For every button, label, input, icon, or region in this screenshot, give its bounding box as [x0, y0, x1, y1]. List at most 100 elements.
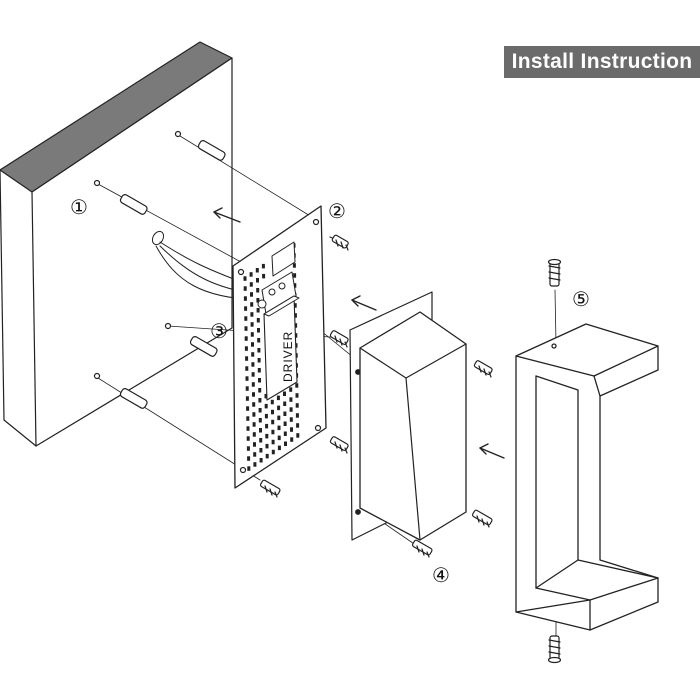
plate-slot	[256, 298, 260, 303]
plate-slot	[296, 423, 300, 428]
plate-slot	[256, 278, 259, 283]
anchor-mid	[164, 322, 218, 357]
plate-slot	[293, 313, 297, 318]
plate-slot	[249, 282, 253, 287]
plate-slot	[250, 312, 254, 317]
plate-slot	[271, 409, 274, 415]
plate-hole	[314, 424, 322, 432]
anchor-left-lower	[93, 372, 148, 409]
plate-slot	[295, 383, 299, 388]
plate-slot	[284, 441, 287, 446]
plate-slot	[265, 423, 269, 429]
plate-slot	[295, 403, 299, 408]
arrow-1	[213, 207, 241, 223]
plate-slot	[283, 391, 286, 396]
plate-slot	[264, 403, 268, 409]
plate-slot	[253, 442, 256, 447]
screw-cover-bottom	[547, 635, 562, 664]
plate-slot	[250, 302, 254, 307]
plate-hole	[237, 268, 245, 276]
plate-slot	[251, 382, 255, 387]
box-front-edge	[405, 377, 421, 541]
plate-hole	[239, 466, 247, 474]
plate-slot	[257, 338, 261, 343]
plate-slot	[293, 283, 297, 288]
plate-slot	[244, 306, 248, 311]
plate-slot	[293, 303, 297, 308]
plate-slot	[243, 276, 247, 281]
plate-slot	[255, 268, 259, 273]
plate-slot	[277, 415, 281, 421]
plate-slot	[251, 352, 255, 357]
plate-slot	[250, 332, 254, 337]
plate-slot	[289, 407, 293, 412]
wall-left-edge	[0, 169, 5, 421]
plate-slot	[259, 448, 263, 453]
plate-slot	[251, 372, 255, 377]
plate-slot	[259, 428, 262, 433]
screw-plate-top	[329, 234, 349, 251]
plate-slot	[244, 336, 248, 341]
plate-slot	[244, 316, 248, 321]
plate-slot	[245, 376, 249, 381]
plate-slot	[252, 422, 256, 427]
plate-slot	[261, 263, 265, 269]
arrows	[213, 207, 505, 459]
screw-plate-mid	[329, 330, 349, 348]
plate-slot	[295, 413, 299, 418]
title-text: Install Instruction	[511, 50, 693, 73]
driver-label: DRIVER	[281, 331, 295, 382]
anchor-top	[174, 130, 226, 161]
plate-slot	[252, 412, 256, 417]
plate-slot	[246, 436, 250, 441]
plate-slot	[245, 366, 249, 371]
wire-hole	[151, 230, 165, 246]
cover-screw-hole	[551, 343, 557, 349]
plate-slot	[290, 427, 293, 432]
screw-plate-bottom	[259, 479, 281, 498]
plate-slot	[245, 356, 249, 361]
plate-slot	[246, 406, 250, 411]
plate-slot	[270, 399, 274, 405]
plate-slot	[251, 342, 254, 347]
plate-slot	[283, 431, 287, 436]
step-5-label: ⑤	[572, 287, 590, 311]
plate-slot	[265, 443, 269, 449]
plate-slot	[277, 435, 281, 441]
plate-slot	[253, 462, 257, 467]
plate-slot	[296, 433, 300, 438]
plate-slot	[244, 326, 248, 331]
plate-slot	[265, 433, 269, 439]
step-1-label: ①	[70, 195, 88, 219]
junction-box	[271, 241, 296, 277]
plate-slot	[289, 417, 293, 422]
step-2-label: ②	[328, 199, 346, 223]
wall-front-face	[31, 57, 233, 447]
plate-slot	[249, 272, 253, 277]
plate-slot	[258, 398, 262, 403]
plate-slot	[257, 368, 261, 373]
plate-slot	[257, 358, 261, 363]
plate-slot	[259, 458, 263, 463]
driver-module: DRIVER	[263, 295, 300, 401]
box-outline	[359, 311, 467, 541]
arrow-3	[479, 443, 505, 459]
plate-slot	[258, 388, 262, 393]
plate-slot	[262, 273, 266, 279]
plate-slot	[246, 446, 250, 451]
plate-slot	[251, 362, 255, 367]
plate-slot	[294, 323, 298, 328]
plate-slot	[271, 419, 275, 425]
plate-slot	[247, 466, 251, 471]
gasket-hole	[355, 509, 361, 515]
plate-slot	[250, 322, 254, 327]
plate-slot	[283, 421, 287, 426]
plate-slot	[283, 411, 287, 416]
plate-slot	[256, 318, 260, 323]
plate-slot	[257, 328, 260, 333]
plate-slot	[289, 387, 293, 392]
plate-slot	[252, 402, 256, 407]
step-labels: ① ② ③ ④ ⑤	[70, 195, 590, 587]
plate-slot	[277, 445, 281, 451]
